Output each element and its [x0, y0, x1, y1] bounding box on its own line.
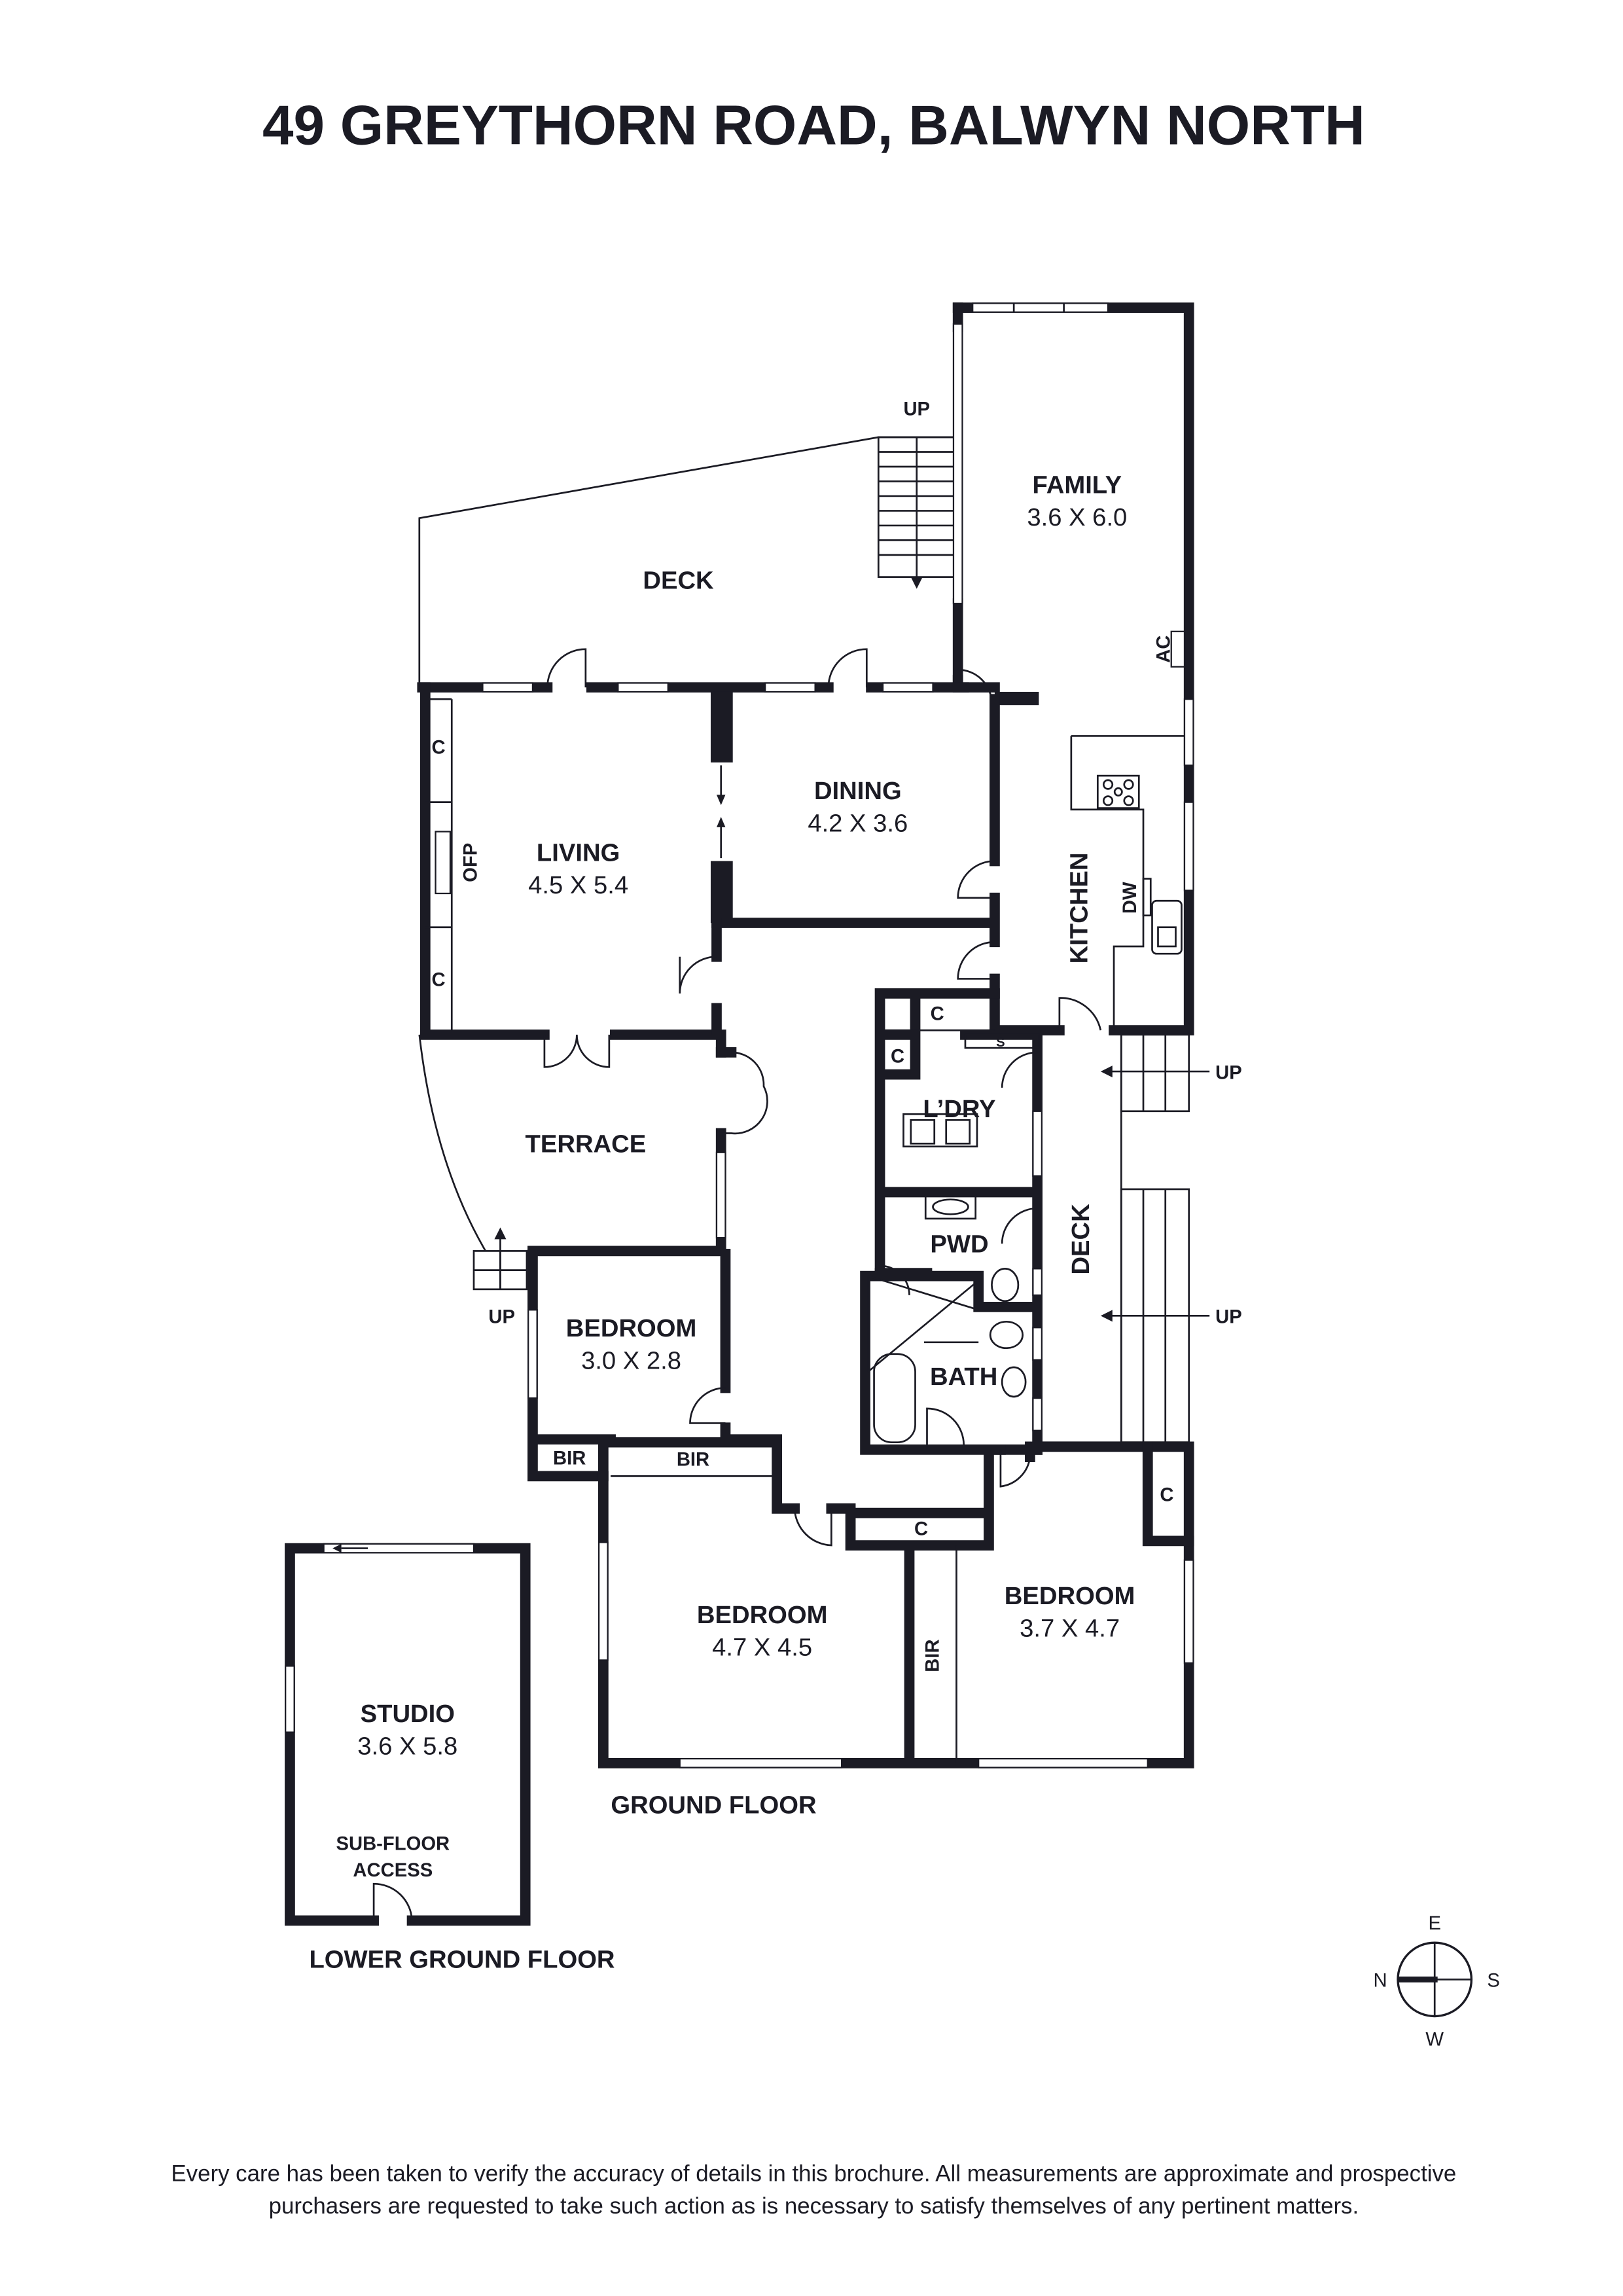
dishwasher-label: DW	[1120, 882, 1141, 914]
wet-areas	[860, 988, 1043, 1455]
fireplace-label: OFP	[460, 843, 481, 882]
compass-icon: E N S W	[1373, 1913, 1499, 2051]
lower-bedrooms	[597, 1437, 1194, 1768]
stairs-up-label: UP	[488, 1307, 515, 1328]
stairs-up-label: UP	[1215, 1062, 1242, 1083]
subfloor-note: SUB-FLOOR	[336, 1833, 450, 1854]
closet-label: C	[891, 1047, 904, 1067]
living-dining-walls	[417, 648, 1065, 1068]
closet-label: C	[1160, 1485, 1173, 1506]
studio	[285, 1543, 531, 1926]
kitchen-label: KITCHEN	[1065, 853, 1094, 964]
family-dim: 3.6 X 6.0	[1027, 503, 1127, 531]
bedroom-right-dim: 3.7 X 4.7	[1020, 1614, 1120, 1642]
closet-label: C	[914, 1518, 928, 1539]
page-title: 49 GREYTHORN ROAD, BALWYN NORTH	[262, 95, 1365, 157]
powder-label: PWD	[930, 1230, 988, 1259]
bedroom-small-dim: 3.0 X 2.8	[581, 1346, 681, 1374]
stairs-up-label: UP	[903, 399, 930, 420]
dining-dim: 4.2 X 3.6	[808, 810, 908, 838]
shelf-label: S	[996, 1035, 1005, 1050]
compass-w: W	[1425, 2030, 1444, 2051]
terrace-label: TERRACE	[526, 1130, 647, 1158]
studio-dim: 3.6 X 5.8	[357, 1732, 457, 1760]
closet-label: C	[431, 970, 445, 991]
living-dim: 4.5 X 5.4	[528, 871, 628, 899]
compass-s: S	[1487, 1971, 1500, 1992]
bir-label: BIR	[553, 1448, 586, 1469]
kitchen	[1058, 735, 1185, 1031]
bedroom-right-label: BEDROOM	[1005, 1582, 1135, 1610]
family-label: FAMILY	[1033, 471, 1122, 499]
laundry-label: L’DRY	[923, 1095, 995, 1123]
compass-n: N	[1373, 1971, 1387, 1992]
bir-label: BIR	[677, 1450, 709, 1471]
disclaimer-line-2: purchasers are requested to take such ac…	[269, 2193, 1359, 2219]
deck-outline	[418, 436, 959, 688]
aircon-label: AC	[1153, 636, 1174, 663]
bedroom-small-label: BEDROOM	[566, 1314, 697, 1342]
living-label: LIVING	[537, 839, 620, 867]
closet-label: C	[431, 737, 445, 758]
side-deck-label: DECK	[1067, 1204, 1095, 1275]
bedroom-small	[527, 1249, 783, 1482]
terrace	[418, 1034, 768, 1291]
subfloor-note-2: ACCESS	[353, 1860, 433, 1881]
side-deck	[1037, 1033, 1210, 1444]
disclaimer-line-1: Every care has been taken to verify the …	[171, 2161, 1456, 2186]
bedroom-main-dim: 4.7 X 4.5	[712, 1634, 812, 1662]
dining-label: DINING	[814, 777, 902, 805]
bir-label: BIR	[922, 1640, 943, 1672]
deck-label: DECK	[643, 567, 714, 595]
lower-ground-floor-label: LOWER GROUND FLOOR	[309, 1945, 615, 1973]
stairs-up-label: UP	[1215, 1307, 1242, 1328]
compass-e: E	[1428, 1913, 1441, 1934]
bath-label: BATH	[930, 1363, 997, 1391]
bedroom-main-label: BEDROOM	[697, 1601, 828, 1629]
ground-floor-label: GROUND FLOOR	[611, 1791, 816, 1819]
closet-label: C	[931, 1003, 944, 1024]
family-room	[952, 302, 1194, 1035]
studio-label: STUDIO	[361, 1700, 455, 1728]
